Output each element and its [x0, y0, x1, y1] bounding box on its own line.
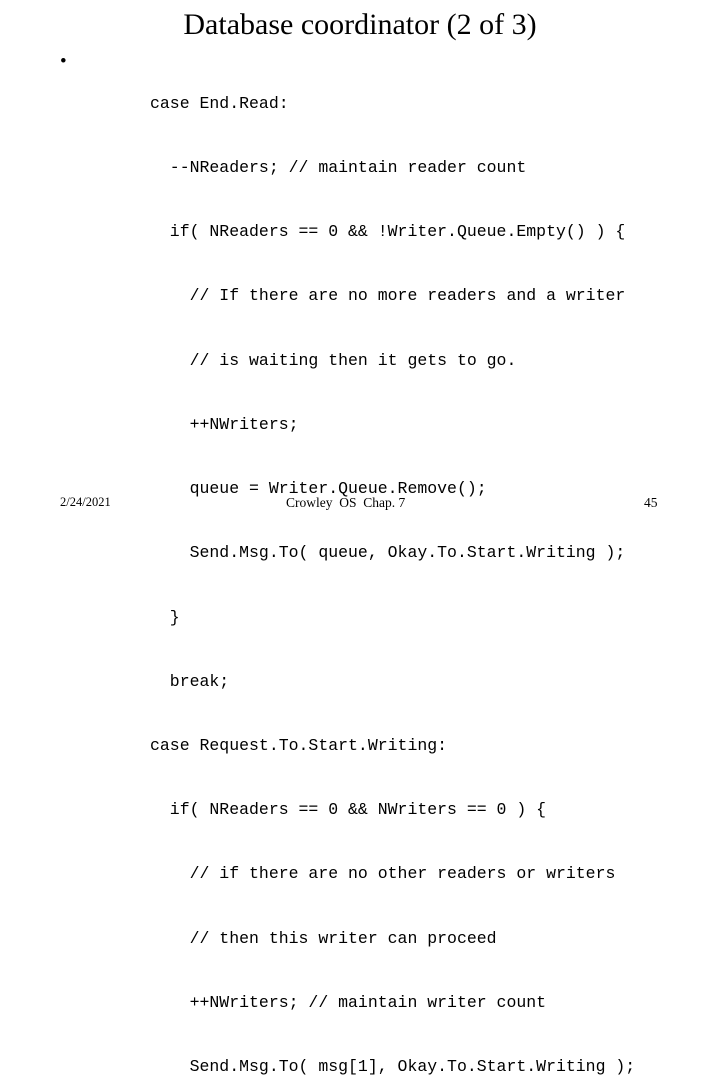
code-line: break;: [150, 671, 230, 691]
code-line: ++NWriters;: [150, 414, 299, 434]
code-line: }: [150, 607, 180, 627]
code-line: Send.Msg.To( msg[1], Okay.To.Start.Writi…: [150, 1057, 636, 1077]
code-line: ++NWriters; // maintain writer count: [150, 992, 547, 1012]
code-line: if( NReaders == 0 && !Writer.Queue.Empty…: [150, 222, 626, 242]
slide: Database coordinator (2 of 3) • case End…: [60, 8, 658, 1076]
code-line: case End.Read:: [150, 93, 289, 113]
code-line: // If there are no more readers and a wr…: [150, 286, 626, 306]
footer-date: 2/24/2021: [60, 495, 111, 509]
code-line: queue = Writer.Queue.Remove();: [150, 479, 487, 499]
page-title: Database coordinator (2 of 3): [183, 8, 537, 41]
code-line: // is waiting then it gets to go.: [150, 350, 517, 370]
code-block: case End.Read: --NReaders; // maintain r…: [150, 50, 635, 1080]
code-line: --NReaders; // maintain reader count: [150, 158, 527, 178]
footer-attribution: Crowley OS Chap. 7: [286, 495, 406, 510]
code-line: // then this writer can proceed: [150, 928, 497, 948]
footer-page-number: 45: [644, 495, 658, 510]
code-line: if( NReaders == 0 && NWriters == 0 ) {: [150, 800, 547, 820]
bullet-marker: •: [60, 51, 67, 72]
code-line: Send.Msg.To( queue, Okay.To.Start.Writin…: [150, 543, 626, 563]
code-line: case Request.To.Start.Writing:: [150, 736, 448, 755]
code-line: // if there are no other readers or writ…: [150, 864, 616, 884]
